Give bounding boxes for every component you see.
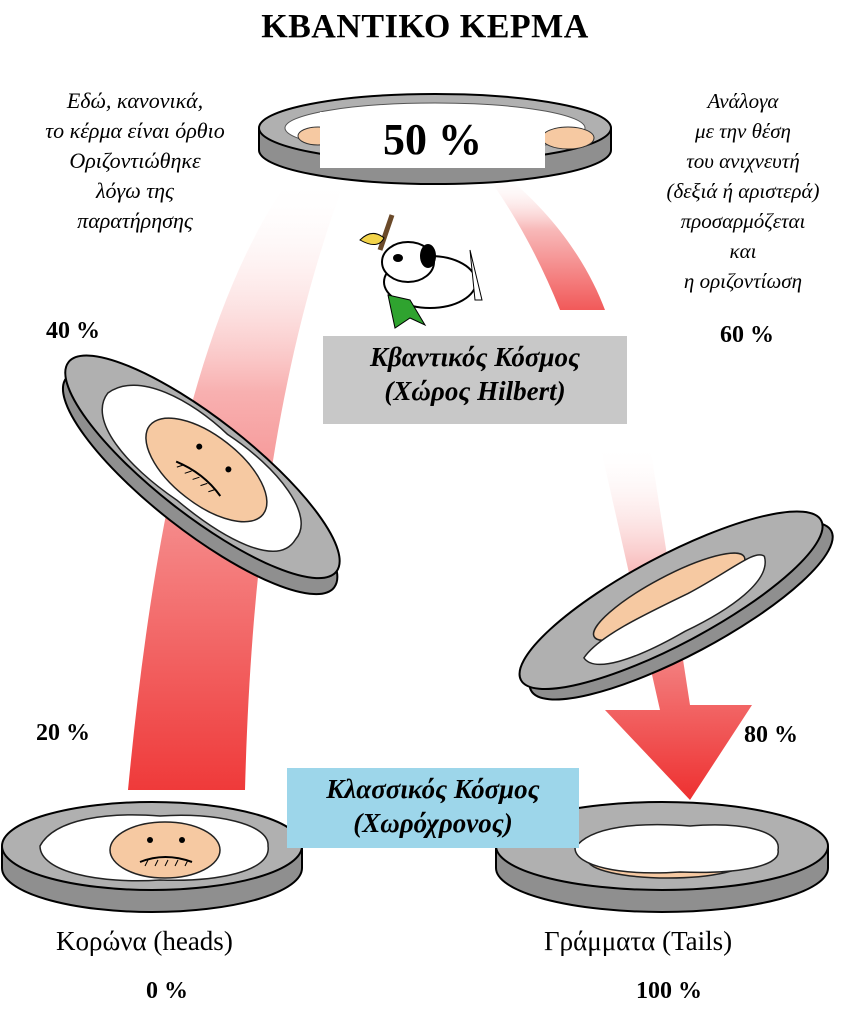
left-note-line: το κέρμα είναι όρθιο xyxy=(45,118,225,143)
page-title: ΚΒΑΝΤΙΚΟ ΚΕΡΜΑ xyxy=(261,8,589,45)
right-transition-arrow-upper xyxy=(490,175,605,310)
classical-world-subtitle: (Χωρόχρονος) xyxy=(353,808,513,838)
right-note-line: η οριζοντίωση xyxy=(683,269,803,293)
right-note: Ανάλογα με την θέση του ανιχνευτή (δεξιά… xyxy=(628,86,850,296)
tails-caption: Γράμματα (Tails) xyxy=(544,926,733,956)
right-note-line: του ανιχνευτή xyxy=(686,149,800,173)
left-note-line: παρατήρησης xyxy=(77,208,193,233)
left-note-line: Οριζοντιώθηκε xyxy=(69,148,201,173)
heads-caption: Κορώνα (heads) xyxy=(56,926,233,956)
percent-right-low: 80 % xyxy=(744,722,798,748)
tails-coin xyxy=(495,801,829,913)
left-note-line: λόγω της xyxy=(96,178,174,203)
quantum-world-title: Κβαντικός Κόσμος xyxy=(369,342,581,372)
classical-world-box: Κλασσικός Κόσμος (Χωρόχρονος) xyxy=(287,768,579,848)
percent-left-low: 20 % xyxy=(36,720,90,746)
percent-right-mid: 60 % xyxy=(720,322,774,348)
cartoon-figure xyxy=(359,214,483,329)
right-note-line: (δεξιά ή αριστερά) xyxy=(666,179,820,203)
right-tilted-coin xyxy=(518,510,834,701)
top-percent-label: 50 % xyxy=(320,112,545,168)
left-note-line: Εδώ, κανονικά, xyxy=(66,88,204,113)
percent-right-bottom: 100 % xyxy=(636,978,702,1004)
left-note: Εδώ, κανονικά, το κέρμα είναι όρθιο Οριζ… xyxy=(0,86,270,236)
heads-coin xyxy=(1,801,303,913)
right-note-line: προσαρμόζεται xyxy=(680,209,806,233)
right-note-line: με την θέση xyxy=(695,119,791,143)
quantum-world-subtitle: (Χώρος Hilbert) xyxy=(384,376,566,406)
right-note-line: Ανάλογα xyxy=(707,89,779,113)
percent-left-bottom: 0 % xyxy=(146,978,188,1004)
percent-left-mid: 40 % xyxy=(46,318,100,344)
classical-world-title: Κλασσικός Κόσμος xyxy=(326,774,540,804)
left-tilted-coin xyxy=(61,354,341,596)
right-note-line: και xyxy=(729,239,757,263)
quantum-world-box: Κβαντικός Κόσμος (Χώρος Hilbert) xyxy=(323,336,627,424)
